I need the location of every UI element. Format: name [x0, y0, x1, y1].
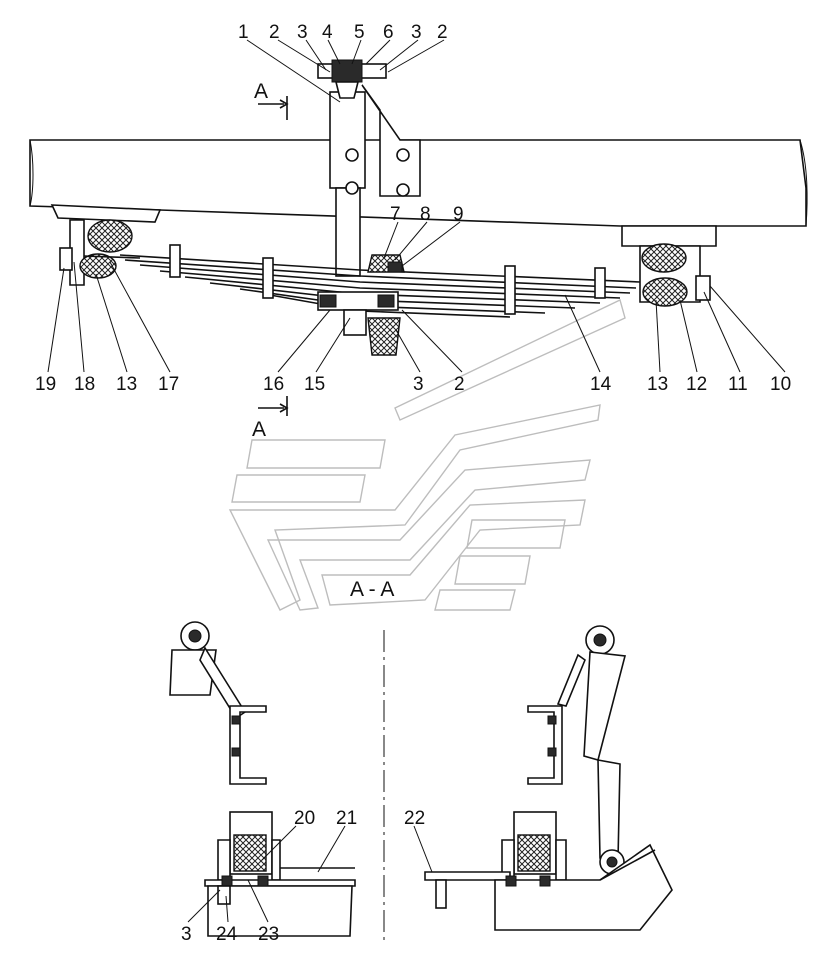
callout-3d: 3	[181, 924, 192, 945]
right-spring-support	[621, 225, 717, 307]
callout-3c: 3	[413, 374, 424, 395]
callouts-lower: 20 21 22 3 24 23	[181, 808, 425, 945]
callout-4: 4	[322, 22, 333, 43]
callout-16: 16	[263, 374, 284, 395]
callout-18: 18	[74, 374, 95, 395]
section-marker-bottom: A	[252, 396, 289, 441]
section-marker-label: A	[252, 418, 266, 441]
callout-3: 3	[297, 22, 308, 43]
callout-22: 22	[404, 808, 425, 829]
callout-10: 10	[770, 374, 791, 395]
section-marker-label: A	[254, 80, 268, 103]
section-marker-top: A	[254, 80, 289, 120]
callout-2c: 2	[454, 374, 465, 395]
callout-13b: 13	[647, 374, 668, 395]
left-spring-support	[50, 204, 162, 286]
callout-13: 13	[116, 374, 137, 395]
callout-15: 15	[304, 374, 325, 395]
callout-3b: 3	[411, 22, 422, 43]
callouts-mid: 7 8 9	[390, 204, 464, 225]
callout-23: 23	[258, 924, 279, 945]
callout-2: 2	[269, 22, 280, 43]
callout-17: 17	[158, 374, 179, 395]
callout-11: 11	[728, 374, 748, 395]
watermark-logo	[228, 299, 626, 611]
leader-lines	[47, 39, 786, 923]
shock-absorber	[317, 59, 421, 277]
callout-19: 19	[35, 374, 56, 395]
callout-5: 5	[354, 22, 365, 43]
callout-14: 14	[590, 374, 612, 395]
callout-6: 6	[383, 22, 394, 43]
callout-9: 9	[453, 204, 464, 225]
callout-1: 1	[238, 22, 249, 43]
centre-clamp	[317, 254, 405, 356]
section-title: A - A	[350, 578, 394, 601]
callout-24: 24	[216, 924, 238, 945]
callout-7: 7	[390, 204, 401, 225]
callout-8: 8	[420, 204, 431, 225]
callouts-bottom: 19 18 13 17 16 15 3 2 14 13 12 11 10	[35, 374, 791, 395]
section-left-half	[169, 621, 356, 937]
callout-12: 12	[686, 374, 707, 395]
callout-2b: 2	[437, 22, 448, 43]
section-right-half	[424, 625, 673, 931]
callout-20: 20	[294, 808, 315, 829]
callout-21: 21	[336, 808, 357, 829]
callouts-top: 1 2 3 4 5 6 3 2	[238, 22, 448, 43]
